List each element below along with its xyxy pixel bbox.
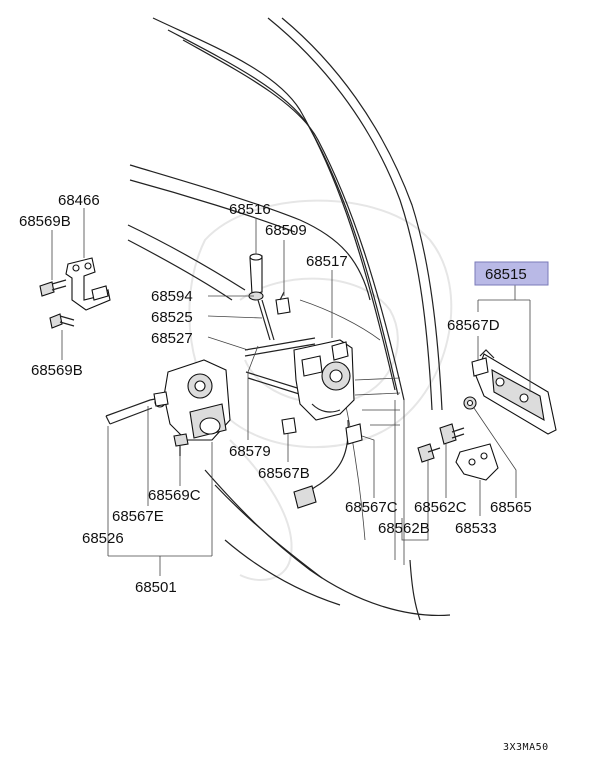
highlight-box-68515 (474, 261, 549, 286)
clip-68567d (471, 357, 489, 377)
label-68527: 68527 (151, 330, 193, 347)
label-68516: 68516 (229, 201, 271, 218)
label-68526: 68526 (82, 530, 124, 547)
label-68562c: 68562C (414, 499, 467, 516)
screw-68569c (173, 433, 189, 456)
label-68517: 68517 (306, 253, 348, 270)
label-68565: 68565 (490, 499, 532, 516)
label-68525: 68525 (151, 309, 193, 326)
hinge-bracket-68466 (65, 257, 111, 311)
label-68509: 68509 (265, 222, 307, 239)
clip-68509 (275, 291, 291, 315)
label-68562b: 68562B (378, 520, 430, 537)
clip-68567e (153, 391, 169, 407)
bolt-68562c (439, 423, 465, 445)
outside-handle-68515 (475, 349, 557, 435)
part-labels: 68466 68569B 68569B 68516 68509 68517 68… (19, 192, 549, 753)
striker-68533 (455, 443, 499, 481)
label-68466: 68466 (58, 192, 100, 209)
door-latch-68517 (293, 339, 355, 421)
bolt-68562b (417, 443, 441, 463)
label-68567d: 68567D (447, 317, 500, 334)
label-68567e: 68567E (112, 508, 164, 525)
cable-68579 (281, 417, 363, 509)
label-68579: 68579 (229, 443, 271, 460)
diagram-code: 3X3MA50 (503, 742, 549, 753)
door-lock-actuator-68501 (163, 359, 231, 441)
label-68515: 68515 (485, 266, 527, 283)
label-68533: 68533 (455, 520, 497, 537)
label-68569c: 68569C (148, 487, 201, 504)
label-68567b: 68567B (258, 465, 310, 482)
label-68594: 68594 (151, 288, 193, 305)
nut-68565 (463, 396, 477, 410)
label-68569b-top: 68569B (19, 213, 71, 230)
lock-knob-68516 (248, 253, 264, 301)
leader-lines (51, 208, 531, 576)
door-body-outline (127, 17, 451, 621)
bolt-68569b-bottom (49, 313, 75, 329)
bolt-68569b-top (39, 279, 67, 297)
label-68501: 68501 (135, 579, 177, 596)
label-68569b-bottom: 68569B (31, 362, 83, 379)
label-68567c: 68567C (345, 499, 398, 516)
